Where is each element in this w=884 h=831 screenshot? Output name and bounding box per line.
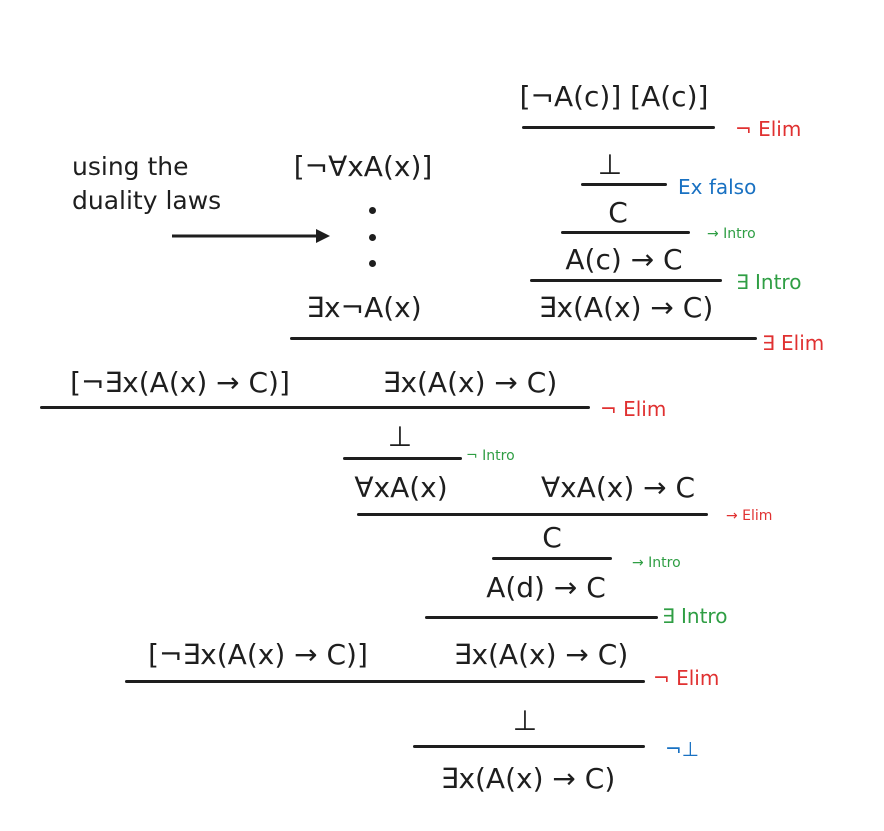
formula: ∀xA(x) → C bbox=[540, 471, 696, 504]
formula: ∃x¬A(x) bbox=[306, 291, 422, 324]
inference-line bbox=[343, 457, 462, 460]
ellipsis-dot bbox=[369, 260, 376, 267]
inference-line bbox=[530, 279, 722, 282]
inference-line bbox=[125, 680, 645, 683]
note-line-1: using the bbox=[72, 152, 189, 181]
note-line-2: duality laws bbox=[72, 186, 222, 215]
inference-line bbox=[40, 406, 590, 409]
rule-label: ¬ Elim bbox=[600, 397, 667, 421]
inference-line bbox=[581, 183, 667, 186]
rule-label: ∃ Elim bbox=[762, 331, 825, 355]
formula: [¬∃x(A(x) → C)] bbox=[70, 366, 290, 399]
conclusion-formula: ∃x(A(x) → C) bbox=[440, 762, 616, 795]
formula: [¬∃x(A(x) → C)] bbox=[148, 638, 368, 671]
formula: ∃x(A(x) → C) bbox=[538, 291, 714, 324]
rule-label: ¬ Intro bbox=[466, 448, 515, 464]
formula: [¬∀xA(x)] bbox=[293, 150, 433, 183]
ellipsis-dot bbox=[369, 207, 376, 214]
rule-label: Ex falso bbox=[678, 175, 757, 199]
rule-label: ∃ Intro bbox=[736, 270, 802, 294]
ellipsis-dot bbox=[369, 234, 376, 241]
formula: ⊥ bbox=[597, 148, 623, 181]
formula: A(c) → C bbox=[565, 243, 683, 276]
formula: ⊥ bbox=[512, 704, 538, 737]
rule-label: → Elim bbox=[726, 508, 773, 524]
inference-line bbox=[413, 745, 645, 748]
rule-label: → Intro bbox=[707, 226, 756, 242]
formula: C bbox=[608, 196, 628, 229]
inference-line bbox=[492, 557, 612, 560]
inference-line bbox=[522, 126, 715, 129]
rule-label: → Intro bbox=[632, 555, 681, 571]
duality-laws-note: using the duality laws bbox=[72, 150, 221, 218]
formula: ∃x(A(x) → C) bbox=[382, 366, 558, 399]
inference-line bbox=[290, 337, 757, 340]
duality-arrow bbox=[172, 229, 330, 243]
inference-line bbox=[357, 513, 708, 516]
rule-label: ¬⊥ bbox=[665, 737, 700, 761]
formula: [¬A(c)] [A(c)] bbox=[519, 80, 709, 113]
formula: ∀xA(x) bbox=[354, 471, 448, 504]
formula: ⊥ bbox=[387, 420, 413, 453]
rule-label: ¬ Elim bbox=[653, 666, 720, 690]
inference-line bbox=[561, 231, 690, 234]
formula: ∃x(A(x) → C) bbox=[453, 638, 629, 671]
rule-label: ¬ Elim bbox=[735, 117, 802, 141]
formula: A(d) → C bbox=[486, 571, 606, 604]
formula: C bbox=[542, 521, 562, 554]
rule-label: ∃ Intro bbox=[662, 604, 728, 628]
inference-line bbox=[425, 616, 658, 619]
